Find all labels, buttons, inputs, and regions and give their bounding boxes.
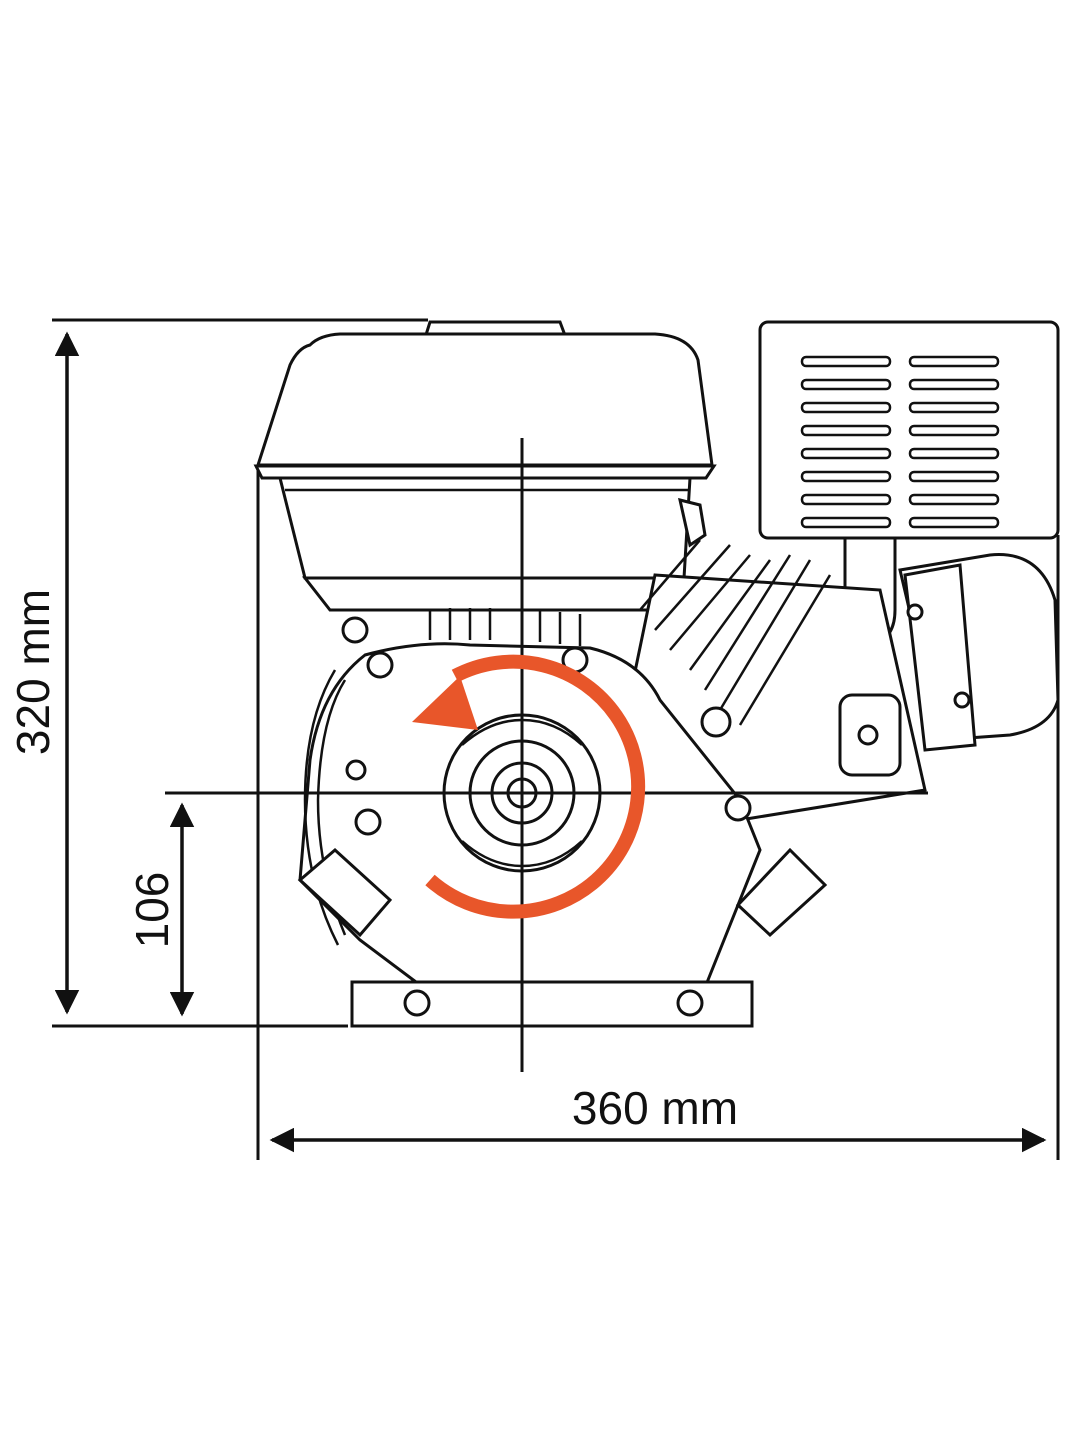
engine-illustration bbox=[253, 320, 1060, 1028]
air-cleaner bbox=[758, 320, 1060, 647]
crankcase-fins bbox=[428, 608, 582, 646]
shaft-height-label: 106 bbox=[126, 872, 178, 949]
rotation-direction-arrow bbox=[412, 654, 646, 919]
overall-width-label: 360 mm bbox=[572, 1082, 738, 1134]
cooling-fins bbox=[639, 539, 832, 726]
overall-height-label: 320 mm bbox=[7, 589, 59, 755]
carburetor bbox=[898, 553, 1060, 752]
mounting-base bbox=[297, 847, 828, 1028]
air-cleaner-vents bbox=[800, 355, 1000, 529]
dimension-shaft-height: 106 bbox=[126, 802, 195, 1017]
fuel-tank bbox=[253, 320, 717, 612]
dimension-overall-width: 360 mm bbox=[256, 470, 1060, 1160]
dimension-overall-height: 320 mm bbox=[7, 318, 428, 1028]
center-lines bbox=[165, 438, 928, 1072]
